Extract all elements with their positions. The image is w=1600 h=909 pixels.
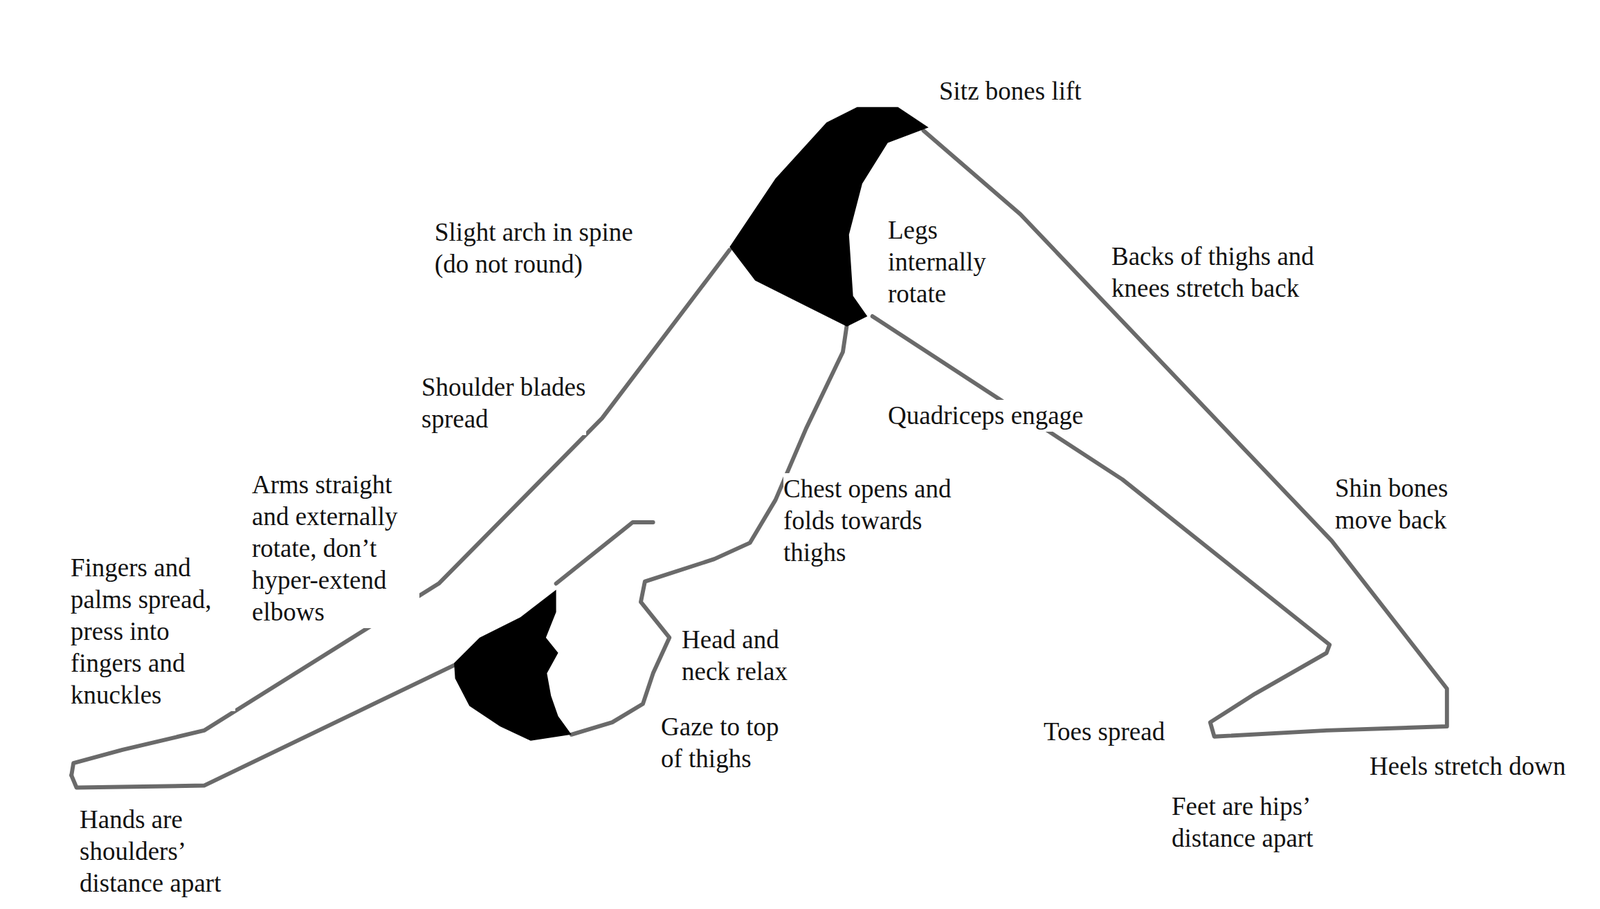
annotation-label: Shin bones move back (1334, 472, 1474, 537)
annotation-label: Gaze to top of thighs (660, 711, 803, 776)
annotation-label: Shoulder blades spread (421, 371, 587, 436)
annotation-label: Heels stretch down (1369, 750, 1567, 783)
annotation-label: Chest opens and folds towards thighs (783, 473, 957, 569)
figure-outline (556, 522, 654, 584)
annotation-label: Fingers and palms spread, press into fin… (70, 552, 236, 712)
annotation-label: Arms straight and externally rotate, don… (251, 469, 420, 629)
annotation-label: Quadriceps engage (887, 400, 1084, 432)
annotation-label: Toes spread (1043, 716, 1165, 749)
annotation-label: Head and neck relax (681, 624, 812, 688)
annotation-label: Backs of thighs and knees stretch back (1111, 240, 1351, 305)
annotation-label: Legs internally rotate (887, 214, 1012, 311)
head-shade (453, 589, 572, 741)
annotation-label: Feet are hips’ distance apart (1171, 791, 1342, 855)
annotation-label: Slight arch in spine (do not round) (434, 216, 667, 281)
figure-outline (872, 130, 1448, 738)
annotation-label: Sitz bones lift (939, 75, 1082, 108)
annotation-label: Hands are shoulders’ distance apart (79, 804, 250, 900)
